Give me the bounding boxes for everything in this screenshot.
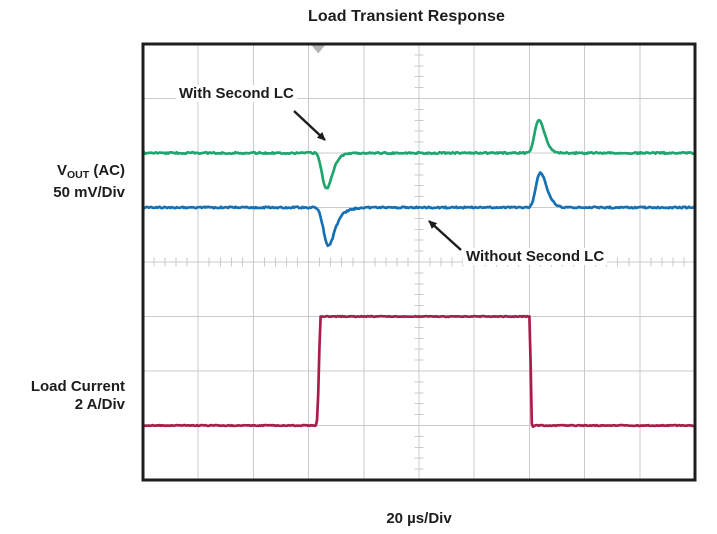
arrow-without-second-lc-icon	[428, 220, 462, 251]
vout-label-line2: 50 mV/Div	[53, 184, 125, 201]
trigger-marker-icon	[311, 45, 325, 54]
plot-border	[141, 42, 697, 482]
load-label-line2: 2 A/Div	[74, 396, 125, 413]
load-label-line1: Load Current	[30, 378, 125, 395]
annotation-with-second-lc: With Second LC	[176, 85, 297, 102]
y-axis-label-vout: VOUT (AC) 50 mV/Div	[53, 162, 125, 202]
y-axis-label-load-current: Load Current 2 A/Div	[31, 378, 125, 414]
arrow-with-second-lc-icon	[293, 110, 326, 141]
trace-load-current	[141, 314, 696, 429]
trace-with-second-lc	[141, 118, 696, 190]
trace-without-second-lc	[141, 171, 696, 248]
x-axis-label: 20 µs/Div	[386, 510, 452, 527]
annotation-without-second-lc: Without Second LC	[463, 248, 608, 265]
chart-title: Load Transient Response	[307, 8, 505, 25]
vout-label-line1: VOUT (AC)	[56, 162, 125, 181]
